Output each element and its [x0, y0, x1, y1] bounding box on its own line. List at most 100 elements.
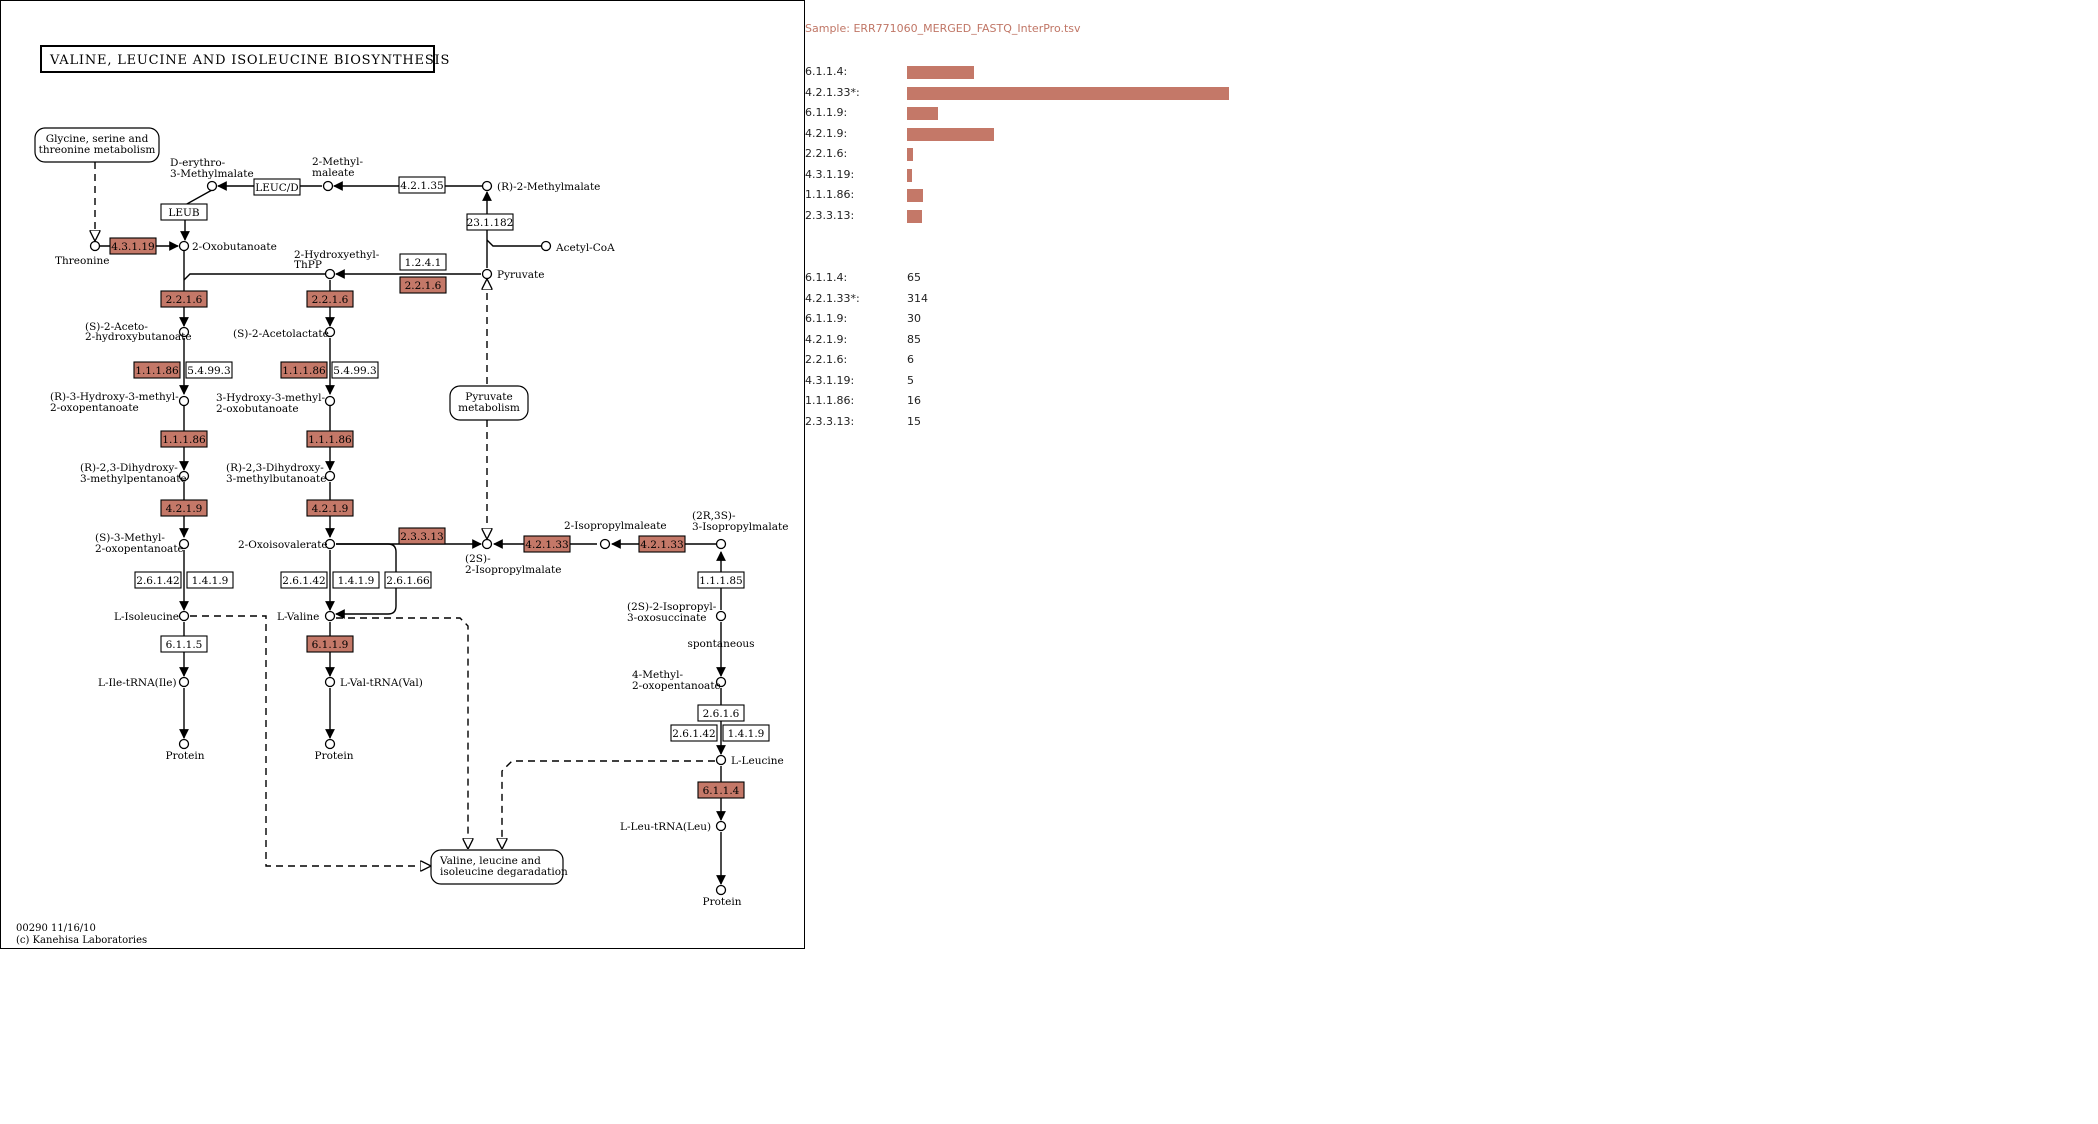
label-r3hydroxy-1: (R)-3-Hydroxy-3-methyl- [50, 391, 179, 403]
enzyme-box-2-2-1-6[interactable]: 2.2.1.6 [160, 290, 208, 308]
enzyme-label: 1.4.1.9 [192, 575, 229, 587]
enzyme-label: 1.4.1.9 [338, 575, 375, 587]
label-oxoisovalerate: 2-Oxoisovalerate [238, 539, 328, 551]
enzyme-box-4-2-1-33[interactable]: 4.2.1.33 [523, 535, 571, 553]
enzyme-box-1-4-1-9[interactable]: 1.4.1.9 [332, 571, 380, 589]
enzyme-box-4-3-1-19[interactable]: 4.3.1.19 [109, 237, 157, 255]
label-oxobutanoate: 2-Oxobutanoate [192, 241, 277, 253]
count-label: 1.1.1.86: [805, 394, 855, 407]
label-isopropylmalate-2: 2-Isopropylmalate [465, 564, 561, 576]
enzyme-box-6-1-1-5[interactable]: 6.1.1.5 [160, 635, 208, 653]
enzyme-label: 1.1.1.86 [282, 365, 326, 377]
sample-label: Sample: ERR771060_MERGED_FASTQ_InterPro.… [805, 22, 1081, 35]
label-isoleucine: L-Isoleucine [114, 611, 179, 623]
label-dihydroxy2-1: (R)-2,3-Dihydroxy- [226, 462, 324, 474]
enzyme-label: 4.2.1.33 [525, 539, 568, 551]
count-label: 4.3.1.19: [805, 373, 855, 387]
enzyme-label: 1.1.1.86 [162, 434, 206, 446]
enzyme-box-5-4-99-3[interactable]: 5.4.99.3 [185, 361, 233, 379]
label-leucine: L-Leucine [731, 755, 784, 767]
enzyme-label: 6.1.1.4 [703, 785, 740, 797]
enzyme-box-23-1-182[interactable]: 23.1.182 [466, 213, 514, 231]
label-hydroxyethyl-2: ThPP [294, 259, 322, 271]
enzyme-box-2-6-1-42[interactable]: 2.6.1.42 [134, 571, 182, 589]
label-degradation-1: Valine, leucine and [439, 855, 541, 867]
label-methylmaleate-2: maleate [312, 167, 354, 179]
enzyme-label: 1.1.1.86 [308, 434, 352, 446]
label-dihydroxy2-2: 3-methylbutanoate [226, 473, 326, 485]
link-degradation[interactable] [430, 849, 564, 885]
enzyme-box-2-6-1-42[interactable]: 2.6.1.42 [670, 724, 718, 742]
enzyme-label: 6.1.1.9 [312, 639, 349, 651]
count-value: 314 [907, 291, 928, 305]
enzyme-label: 2.6.1.42 [282, 575, 325, 587]
enzyme-box-6-1-1-9[interactable]: 6.1.1.9 [306, 635, 354, 653]
bar [907, 148, 913, 161]
enzyme-label: 2.6.1.42 [672, 728, 715, 740]
label-glycine-2: threonine metabolism [39, 144, 156, 156]
count-label: 6.1.1.4: [805, 271, 848, 284]
enzyme-label: 23.1.182 [467, 217, 514, 229]
link-pyruvate-metabolism[interactable] [449, 385, 529, 421]
enzyme-label: 4.2.1.9 [312, 503, 349, 515]
count-label: 2.3.3.13: [805, 414, 855, 428]
enzyme-box-1-4-1-9[interactable]: 1.4.1.9 [186, 571, 234, 589]
pathway-links[interactable] [34, 127, 564, 885]
bar [907, 107, 938, 120]
enzyme-box-1-2-4-1[interactable]: 1.2.4.1 [399, 253, 447, 271]
enzyme-label: 2.6.1.6 [703, 708, 740, 720]
enzyme-box-LEUC/D[interactable]: LEUC/D [253, 178, 301, 196]
enzyme-box-2-2-1-6[interactable]: 2.2.1.6 [399, 276, 447, 294]
enzyme-box-2-6-1-42[interactable]: 2.6.1.42 [280, 571, 328, 589]
enzyme-box-1-4-1-9[interactable]: 1.4.1.9 [722, 724, 770, 742]
count-value: 6 [907, 353, 914, 366]
footer-copyright: (c) Kanehisa Laboratories [16, 935, 147, 946]
enzyme-box-2-6-1-6[interactable]: 2.6.1.6 [697, 704, 745, 722]
enzyme-label: LEUB [168, 207, 199, 219]
enzyme-box-LEUB[interactable]: LEUB [160, 203, 208, 221]
enzyme-box-4-2-1-9[interactable]: 4.2.1.9 [306, 499, 354, 517]
bar [907, 66, 974, 79]
enzyme-box-1-1-1-86[interactable]: 1.1.1.86 [306, 430, 354, 448]
abundance-panel: Sample: ERR771060_MERGED_FASTQ_InterPro.… [805, 0, 1365, 440]
enzyme-box-4-2-1-35[interactable]: 4.2.1.35 [398, 176, 446, 194]
enzyme-box-4-2-1-33[interactable]: 4.2.1.33 [638, 535, 686, 553]
enzyme-box-4-2-1-9[interactable]: 4.2.1.9 [160, 499, 208, 517]
enzyme-box-5-4-99-3[interactable]: 5.4.99.3 [331, 361, 379, 379]
enzyme-box-6-1-1-4[interactable]: 6.1.1.4 [697, 781, 745, 799]
label-d-erythro-1: D-erythro- [170, 157, 226, 169]
enzyme-box-1-1-1-86[interactable]: 1.1.1.86 [280, 361, 328, 379]
enzyme-box-2-2-1-6[interactable]: 2.2.1.6 [306, 290, 354, 308]
enzyme-box-1-1-1-86[interactable]: 1.1.1.86 [160, 430, 208, 448]
enzyme-box-2-6-1-66[interactable]: 2.6.1.66 [384, 571, 432, 589]
label-isopropylmalate-1: (2S)- [465, 553, 491, 565]
enzyme-box-2-3-3-13[interactable]: 2.3.3.13 [398, 527, 446, 545]
label-r3hydroxy-2: 2-oxopentanoate [50, 402, 139, 414]
enzyme-label: 2.2.1.6 [312, 294, 349, 306]
label-isopropylmaleate: 2-Isopropylmaleate [564, 520, 667, 532]
label-methylmaleate-1: 2-Methyl- [312, 156, 363, 168]
label-leu-trna: L-Leu-tRNA(Leu) [620, 821, 711, 833]
bar-label: 2.3.3.13: [805, 208, 855, 222]
enzyme-box-1-1-1-86[interactable]: 1.1.1.86 [133, 361, 181, 379]
label-degradation-2: isoleucine degaradation [440, 866, 568, 878]
label-r3isopropyl-1: (2R,3S)- [692, 510, 736, 522]
link-glycine-metabolism[interactable] [34, 127, 160, 163]
count-value: 5 [907, 373, 914, 387]
label-protein-ile: Protein [166, 750, 205, 762]
enzyme-label: LEUC/D [255, 182, 298, 194]
label-s3methyl-2: 2-oxopentanoate [95, 543, 184, 555]
enzyme-label: 2.6.1.66 [386, 575, 430, 587]
bar-label: 2.2.1.6: [805, 147, 848, 160]
count-value: 65 [907, 271, 921, 284]
label-spontaneous: spontaneous [687, 638, 754, 650]
label-valine: L-Valine [277, 611, 319, 623]
bar [907, 127, 994, 141]
bar-label: 1.1.1.86: [805, 188, 855, 201]
count-value: 15 [907, 414, 921, 428]
label-acetolactate: (S)-2-Acetolactate [233, 328, 329, 340]
bar [907, 189, 923, 202]
enzyme-box-1-1-1-85[interactable]: 1.1.1.85 [697, 571, 745, 589]
enzyme-label: 1.2.4.1 [405, 257, 442, 269]
